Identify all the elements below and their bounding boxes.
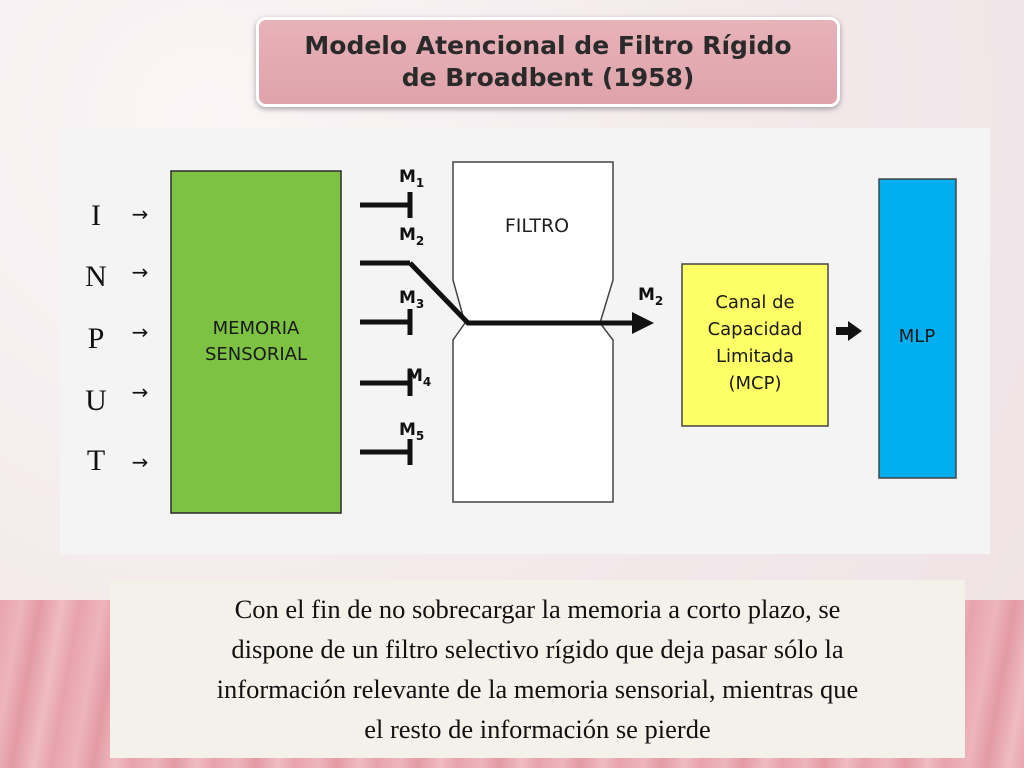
caption-box: Con el fin de no sobrecargar la memoria … <box>110 580 965 758</box>
caption-line-4: el resto de información se pierde <box>364 714 711 744</box>
caption-line-2: dispone de un filtro selectivo rígido qu… <box>231 634 844 664</box>
filtro-shape <box>452 161 614 503</box>
canal-label-line-1: Canal de <box>715 292 794 313</box>
message-label-m5: M5 <box>399 420 424 443</box>
input-letter-t: T <box>87 444 105 477</box>
input-arrow-icon: → <box>132 450 149 474</box>
broadbent-diagram: I N P U T → → → → → MEMORIA SENSORIAL FI… <box>85 161 957 514</box>
selected-message-arrowhead-icon <box>632 312 654 334</box>
mlp-arrow-shaft <box>836 327 850 335</box>
message-label-m1: M1 <box>399 167 424 190</box>
message-label-m2: M2 <box>399 225 424 248</box>
slide-title: Modelo Atencional de Filtro Rígido de Br… <box>256 17 840 107</box>
input-letter-u: U <box>85 384 107 417</box>
mlp-label: MLP <box>899 326 936 347</box>
canal-label-line-3: Limitada <box>716 346 794 367</box>
input-arrow-icon: → <box>132 260 149 284</box>
input-arrow-icon: → <box>132 380 149 404</box>
memoria-label-line-1: MEMORIA <box>213 318 300 339</box>
caption-line-1: Con el fin de no sobrecargar la memoria … <box>234 594 841 624</box>
output-message-label: M2 <box>638 285 663 308</box>
canal-label-line-2: Capacidad <box>708 319 803 340</box>
caption-line-3: información relevante de la memoria sens… <box>216 674 859 704</box>
mlp-box <box>878 178 957 479</box>
selected-message-path <box>408 261 635 326</box>
input-arrow-icon: → <box>132 202 149 226</box>
canal-capacidad-limitada-box <box>681 263 829 427</box>
filtro-label: FILTRO <box>505 215 569 237</box>
title-line-1: Modelo Atencional de Filtro Rígido <box>304 31 792 60</box>
memoria-label-line-2: SENSORIAL <box>205 344 307 365</box>
message-label-m4: M4 <box>406 366 431 389</box>
memoria-sensorial-box <box>170 170 342 514</box>
input-arrow-icon: → <box>132 320 149 344</box>
input-letter-i: I <box>91 199 101 232</box>
input-letter-p: P <box>88 322 105 355</box>
canal-label-line-4: (MCP) <box>729 373 782 394</box>
title-line-2: de Broadbent (1958) <box>401 63 695 92</box>
mlp-arrow-icon <box>848 321 862 341</box>
input-letter-n: N <box>85 260 107 293</box>
message-label-m3: M3 <box>399 288 424 311</box>
